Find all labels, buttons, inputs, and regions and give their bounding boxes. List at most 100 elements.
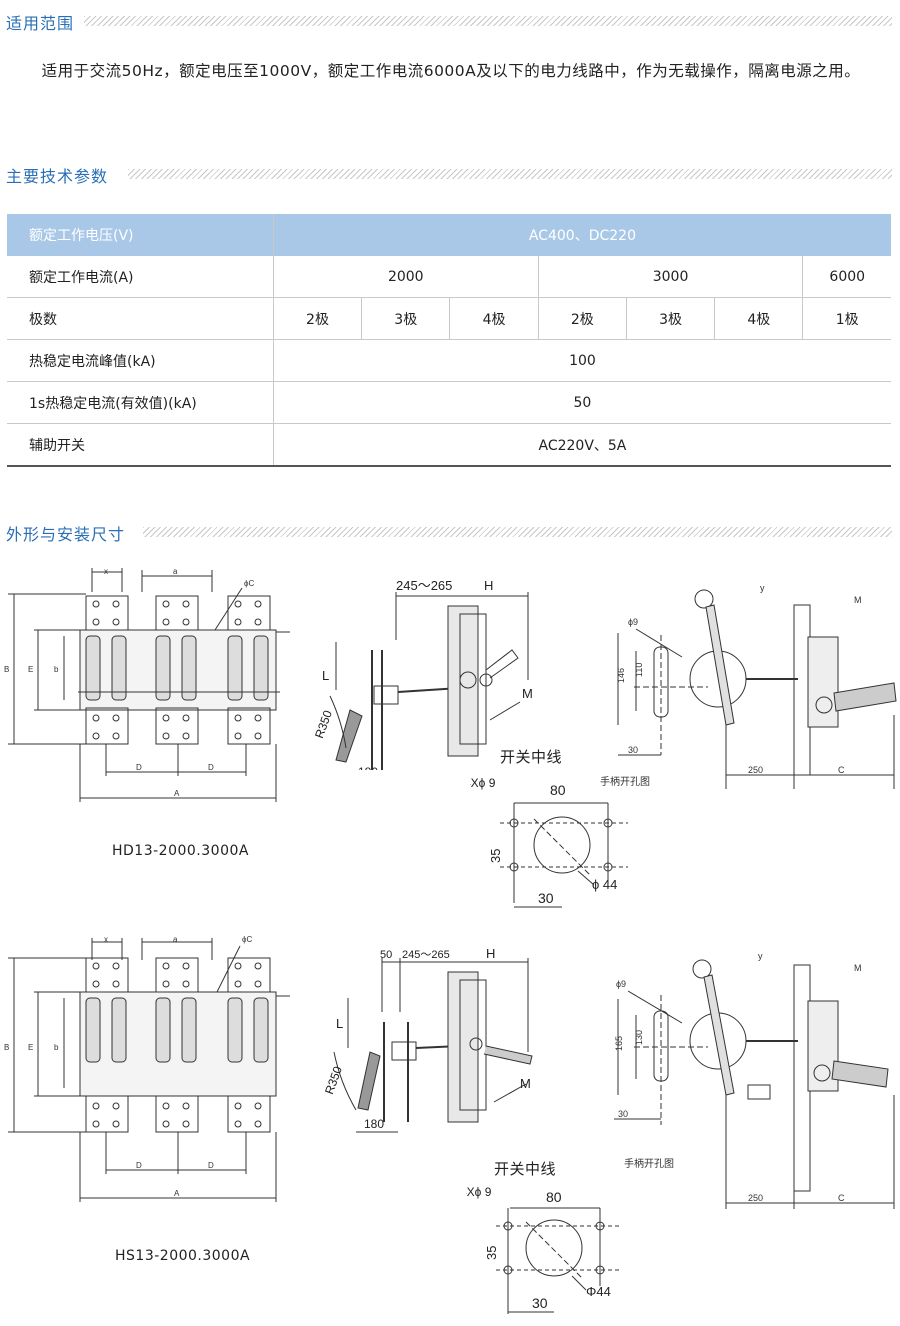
current-2000: 2000 (273, 256, 539, 298)
section-title-params: 主要技术参数 (6, 167, 109, 186)
dim-250-label: 250 (748, 1193, 763, 1203)
scope-paragraph: 适用于交流50Hz，额定电压至1000V，额定工作电流6000A及以下的电力线路… (41, 62, 861, 80)
dim-B-label: B (4, 1043, 9, 1052)
dim-D-label: D (208, 1161, 214, 1170)
hole-pattern-2: 4Xϕ 9 80 35 30 Φ44 (466, 1184, 636, 1324)
dim-L-label: L (336, 1016, 343, 1031)
pole-cell: 3极 (626, 297, 716, 340)
current-3000: 3000 (538, 256, 804, 298)
dim-110-label: 110 (634, 663, 644, 677)
dim-146-label: 146 (616, 668, 626, 683)
pole-cell: 4极 (449, 297, 539, 340)
dim-A-label: A (174, 1189, 180, 1198)
front-view-hd13: x a ϕC B E b D D A (0, 560, 290, 810)
table-row: 额定工作电压(V) AC400、DC220 (7, 214, 891, 256)
dim-a-label: a (173, 567, 178, 576)
peak-value: 100 (273, 339, 891, 382)
dim-phic-label: ϕC (244, 579, 254, 588)
dim-b-label: b (54, 1043, 59, 1052)
aux-label: 辅助开关 (7, 423, 274, 467)
section-title-scope: 适用范围 (6, 14, 75, 33)
pole-cell: 2极 (273, 297, 363, 340)
table-row: 额定工作电流(A) 2000 3000 6000 (7, 256, 891, 298)
dim-range-label: 245～265 (402, 949, 450, 961)
current-label: 额定工作电流(A) (7, 256, 274, 298)
pole-cell: 2极 (538, 297, 627, 340)
model-label-hd13: HD13-2000.3000A (112, 843, 249, 859)
dim-E-label: E (28, 665, 33, 674)
table-row: 辅助开关 AC220V、5A (7, 423, 891, 467)
hole-pattern-1: 4Xϕ 9 80 35 30 ϕ 44 (470, 775, 640, 915)
dim-y-label: y (760, 583, 765, 593)
dim-b-label: b (54, 665, 59, 674)
dim-180-label: 180 (358, 765, 378, 770)
dim-x-label: x (104, 567, 108, 576)
dim-phic-label: ϕC (242, 935, 252, 944)
dim-130-label: 130 (634, 1030, 644, 1045)
dim-D-label: D (136, 1161, 142, 1170)
dim-50-label: 50 (380, 949, 392, 961)
rms-value: 50 (273, 381, 891, 424)
current-6000: 6000 (802, 256, 891, 298)
dim-B-label: B (4, 665, 9, 674)
dim-M-label: M (854, 595, 862, 605)
side-view-hs13: 50 245～265 H L R350 180 M (300, 942, 570, 1142)
dim-D-label: D (136, 763, 142, 772)
dim-H-label: H (486, 946, 495, 961)
voltage-value: AC400、DC220 (273, 214, 891, 256)
handle-hole-label: 手柄开孔图 (624, 1157, 674, 1170)
rms-label: 1s热稳定电流(有效值)(kA) (7, 381, 274, 424)
centerline-label-1: 开关中线 (500, 748, 563, 766)
poles-label: 极数 (7, 297, 274, 340)
dim-35-label: 35 (484, 1246, 499, 1260)
table-row: 热稳定电流峰值(kA) 100 (7, 339, 891, 382)
hole-4x-label: 4Xϕ 9 (470, 776, 496, 790)
dim-80-label: 80 (550, 782, 566, 798)
front-view-hs13: x a ϕC B E b D D A (0, 932, 290, 1212)
dim-C-label: C (838, 765, 845, 775)
handle-view-2: ϕ9 165 130 30 手柄开孔图 y M 250 C (598, 945, 898, 1215)
phi9-label: ϕ9 (616, 979, 626, 989)
voltage-label: 额定工作电压(V) (7, 214, 274, 256)
handle-view-1: ϕ9 146 110 30 手柄开孔图 y M 250 C (598, 575, 898, 795)
peak-label: 热稳定电流峰值(kA) (7, 339, 274, 382)
dim-165-label: 165 (614, 1036, 624, 1051)
dim-y-label: y (758, 951, 763, 961)
table-row: 极数 2极 3极 4极 2极 3极 4极 1极 (7, 297, 891, 340)
dim-30-label: 30 (628, 745, 638, 755)
dim-phi44-label: ϕ 44 (592, 877, 617, 892)
dim-A-label: A (174, 789, 180, 798)
dim-30-label: 30 (618, 1109, 628, 1119)
phi9-label: ϕ9 (628, 617, 638, 627)
dim-M-label: M (520, 1076, 531, 1091)
pole-cell: 1极 (802, 297, 891, 340)
title-hatch-params (128, 169, 892, 179)
dim-250-label: 250 (748, 765, 763, 775)
pole-cell: 4极 (714, 297, 804, 340)
dim-E-label: E (28, 1043, 33, 1052)
dim-L-label: L (322, 668, 329, 683)
dim-M-label: M (522, 686, 533, 701)
pole-cell: 3极 (361, 297, 451, 340)
dim-180-label: 180 (364, 1117, 384, 1131)
dim-30-label: 30 (538, 890, 554, 906)
dim-30-label: 30 (532, 1295, 548, 1311)
dim-range-label: 245～265 (396, 578, 452, 593)
title-hatch-dims (143, 527, 892, 537)
dim-D-label: D (208, 763, 214, 772)
title-hatch-scope (84, 16, 892, 26)
side-view-hd13: 245～265 H L R350 180 M (300, 570, 570, 770)
spec-table: 额定工作电压(V) AC400、DC220 额定工作电流(A) 2000 300… (7, 214, 891, 467)
dim-M-label: M (854, 963, 862, 973)
dim-35-label: 35 (488, 849, 503, 863)
section-title-dims: 外形与安装尺寸 (6, 525, 126, 544)
hole-4x-label: 4Xϕ 9 (466, 1185, 492, 1199)
dim-H-label: H (484, 578, 493, 593)
centerline-label-2: 开关中线 (494, 1160, 557, 1178)
dim-C-label: C (838, 1193, 845, 1203)
dim-a-label: a (173, 935, 178, 944)
handle-hole-label: 手柄开孔图 (600, 775, 650, 788)
model-label-hs13: HS13-2000.3000A (115, 1248, 251, 1264)
dim-80-label: 80 (546, 1189, 562, 1205)
table-row: 1s热稳定电流(有效值)(kA) 50 (7, 381, 891, 424)
